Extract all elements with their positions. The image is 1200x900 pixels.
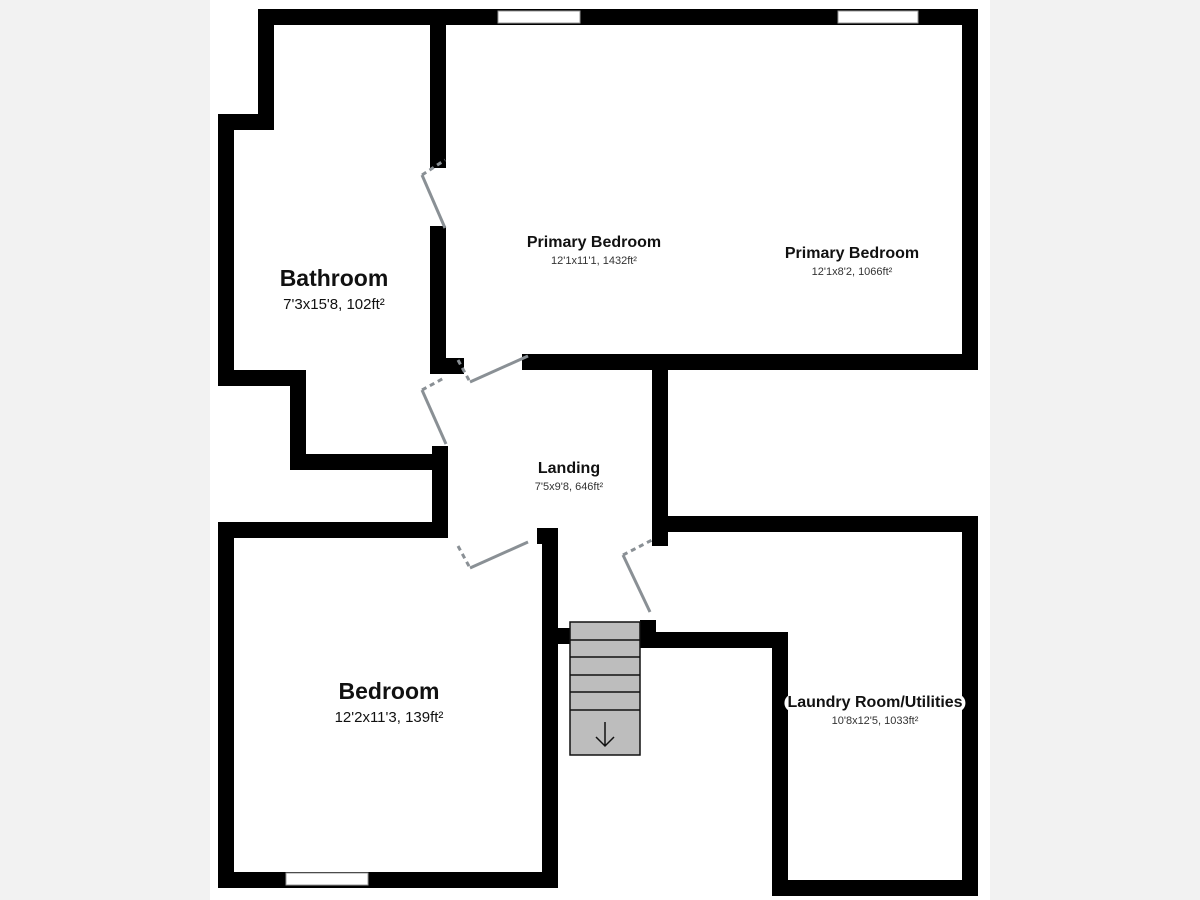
room-name: Laundry Room/Utilities bbox=[784, 694, 966, 712]
room-label-primary-bedroom-2: Primary Bedroom 12'1x8'2, 1066ft² bbox=[785, 245, 919, 278]
room-dimensions: 7'3x15'8, 102ft² bbox=[283, 296, 385, 313]
outer-wall-top-left bbox=[218, 9, 978, 470]
room-dimensions: 12'2x11'3, 139ft² bbox=[334, 709, 444, 726]
door-landing-left bbox=[420, 389, 448, 445]
window bbox=[837, 10, 919, 24]
room-dimensions: 10'8x12'5, 1033ft² bbox=[831, 715, 919, 727]
window bbox=[285, 872, 369, 886]
laundry-walls bbox=[640, 516, 978, 896]
doors bbox=[420, 158, 653, 613]
stairs bbox=[569, 621, 641, 756]
door-swing bbox=[456, 359, 472, 383]
room-label-bathroom: Bathroom 7'3x15'8, 102ft² bbox=[280, 265, 389, 313]
door-primary bbox=[469, 354, 529, 384]
room-label-bedroom: Bedroom 12'2x11'3, 139ft² bbox=[335, 678, 444, 726]
room-label-laundry: Laundry Room/Utilities 10'8x12'5, 1033ft… bbox=[784, 694, 966, 727]
room-name: Primary Bedroom bbox=[784, 245, 920, 262]
room-name: Bathroom bbox=[279, 265, 389, 291]
door-bedroom bbox=[469, 540, 529, 570]
door-swing bbox=[622, 538, 653, 557]
door-laundry bbox=[621, 554, 652, 613]
door-bathroom bbox=[420, 174, 447, 229]
room-dimensions: 12'1x8'2, 1066ft² bbox=[811, 266, 893, 278]
window bbox=[497, 10, 581, 24]
arrow-down-icon bbox=[595, 722, 615, 748]
room-name: Bedroom bbox=[338, 678, 440, 704]
bathroom-divider-wall-lower bbox=[430, 226, 464, 374]
walls bbox=[218, 9, 978, 896]
door-swing bbox=[421, 376, 445, 392]
room-dimensions: 12'1x11'1, 1432ft² bbox=[551, 255, 637, 267]
room-label-primary-bedroom-1: Primary Bedroom 12'1x11'1, 1432ft² bbox=[527, 234, 661, 267]
room-dimensions: 7'5x9'8, 646ft² bbox=[534, 481, 604, 493]
door-swing bbox=[456, 545, 472, 569]
landing-left-wall bbox=[218, 446, 558, 888]
windows bbox=[285, 10, 919, 886]
room-name: Primary Bedroom bbox=[526, 234, 662, 251]
door-swing bbox=[421, 158, 446, 177]
room-name: Landing bbox=[537, 460, 601, 477]
room-label-landing: Landing 7'5x9'8, 646ft² bbox=[535, 460, 603, 493]
